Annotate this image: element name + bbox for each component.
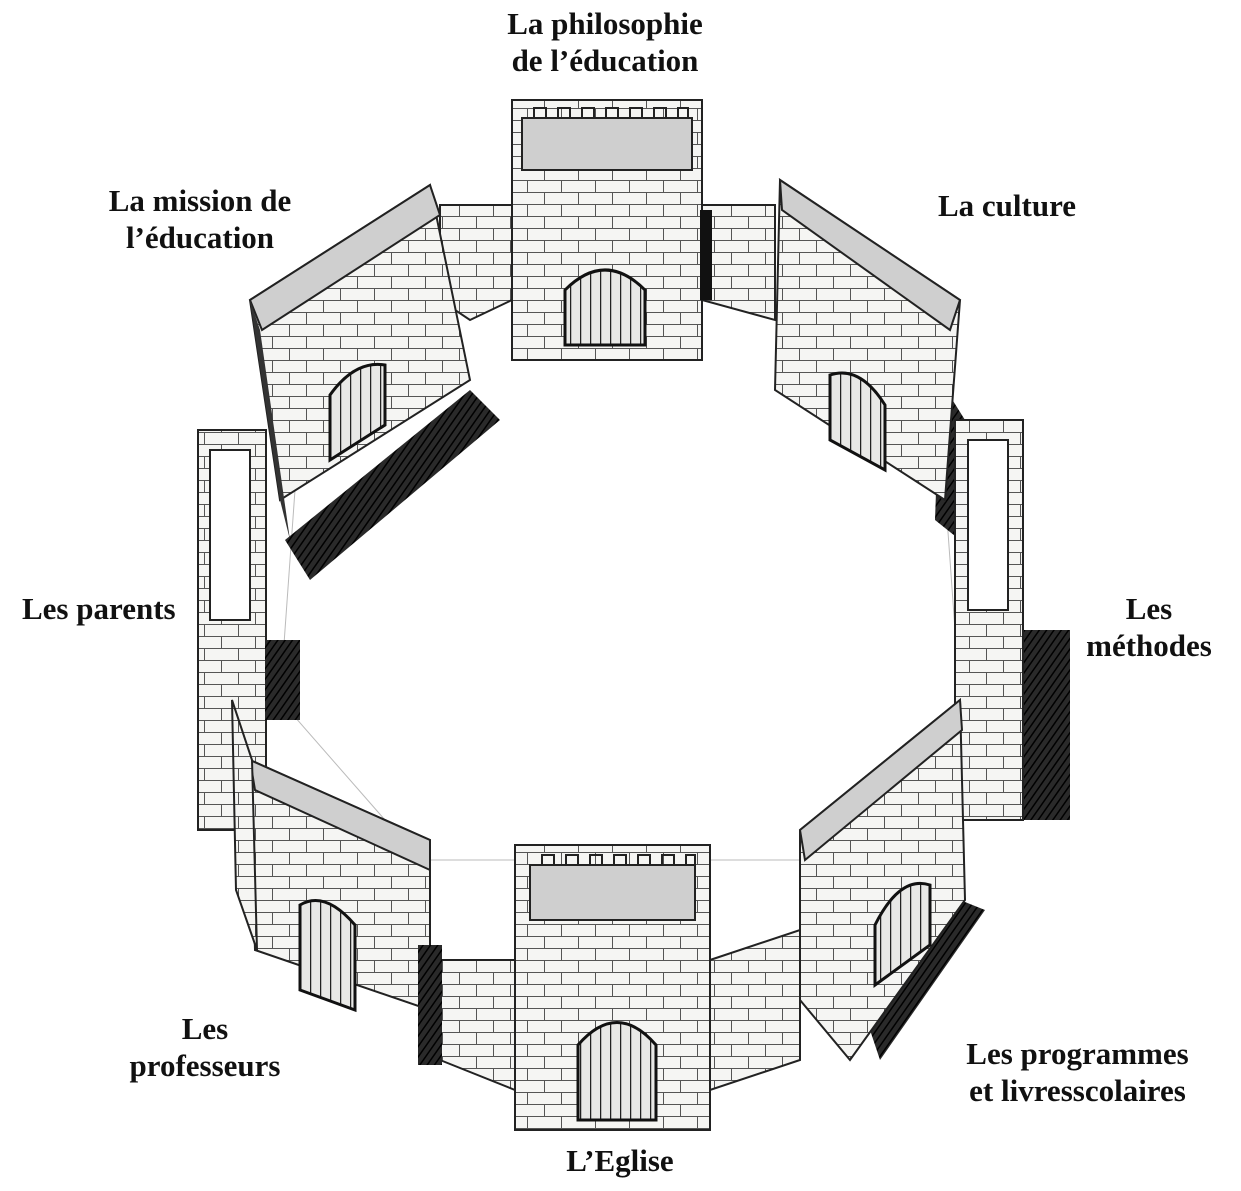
top-left-tower bbox=[248, 183, 472, 540]
right-tower bbox=[954, 419, 1024, 821]
label-programmes: Les programmes et livresscolaires bbox=[966, 1036, 1189, 1108]
label-eglise: L’Eglise bbox=[566, 1143, 674, 1178]
top-tower bbox=[511, 99, 703, 361]
label-culture: La culture bbox=[938, 188, 1077, 223]
bottom-left-tower bbox=[231, 699, 431, 1013]
wall-top-right bbox=[701, 204, 776, 322]
left-tower bbox=[197, 429, 300, 831]
wall-bottom-right bbox=[709, 928, 801, 1092]
label-mission: La mission de l’éducation bbox=[108, 183, 292, 255]
shadow-top-left bbox=[285, 390, 500, 580]
label-methodes: Les méthodes bbox=[1086, 591, 1212, 663]
wall-bottom-left bbox=[439, 959, 516, 1092]
bottom-tower bbox=[514, 844, 711, 1131]
label-parents: Les parents bbox=[22, 591, 176, 626]
label-professeurs: Les professeurs bbox=[129, 1011, 281, 1083]
shadow-right bbox=[1022, 630, 1070, 820]
bottom-right-tower bbox=[798, 697, 967, 1062]
top-right-tower bbox=[773, 178, 962, 502]
shadow-bottom-right bbox=[860, 900, 985, 1060]
label-philosophie: La philosophie de l’éducation bbox=[507, 6, 703, 78]
